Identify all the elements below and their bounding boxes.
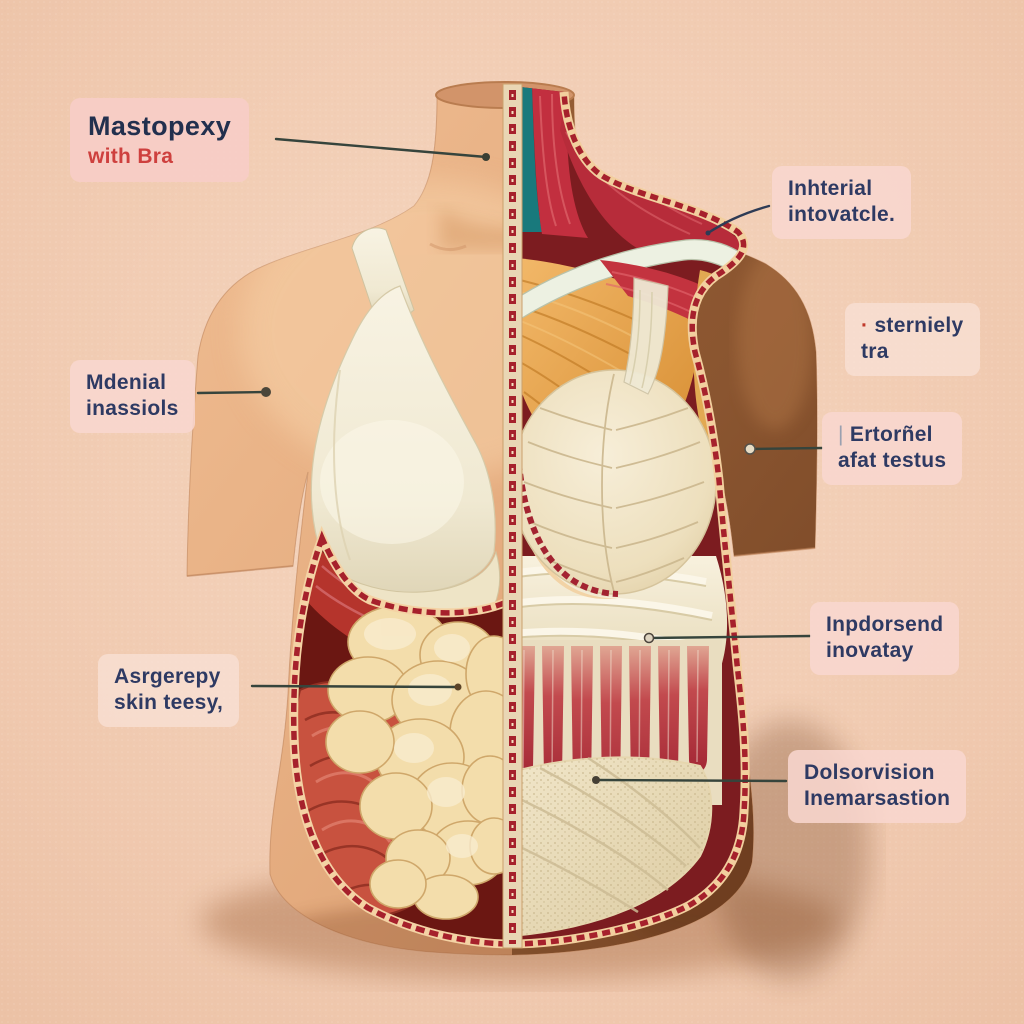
leader-title xyxy=(274,137,488,159)
breast-mound xyxy=(512,369,717,595)
label-external-line2: afat testus xyxy=(838,449,947,473)
label-medial-line1: Mdenial xyxy=(86,371,167,394)
right-half-anatomy xyxy=(502,83,750,949)
neck-muscle xyxy=(532,86,588,238)
label-sternal-line1: sterniely xyxy=(874,314,964,337)
label-title: Mastopexy with Bra xyxy=(70,98,250,182)
graft-seams xyxy=(513,756,701,914)
label-bottom-right-line1: Dolsorvision xyxy=(804,761,935,784)
fat-lobule-highlights xyxy=(364,618,478,858)
label-external-bar: | xyxy=(838,423,844,446)
label-sternal-line2: tra xyxy=(861,340,889,364)
graft-texture xyxy=(512,757,712,936)
label-mid-right: Inpdorsend inovatay xyxy=(810,602,960,675)
leader-medial xyxy=(196,390,268,395)
label-upper-right-line1: Inhterial xyxy=(788,177,873,200)
leader-external xyxy=(748,446,824,451)
label-external-line1: Ertorñel xyxy=(849,423,933,446)
label-lower-left-line1: Asrgerepy xyxy=(114,665,221,688)
label-upper-right: Inhterial intovatcle. xyxy=(772,166,912,239)
cutaway-contents xyxy=(512,86,746,938)
arm-cut-edges xyxy=(186,547,816,577)
label-lower-left: Asrgerepy skin teesy, xyxy=(98,654,240,727)
stitch-border-right xyxy=(511,91,748,947)
label-upper-right-line2: intovatcle. xyxy=(788,203,896,227)
breast-stitch-rim xyxy=(515,451,619,597)
label-mid-right-line2: inovatay xyxy=(826,639,914,663)
label-external-right: | Ertorñel afat testus xyxy=(822,412,963,485)
stitch-border-left xyxy=(290,530,514,947)
label-medial-line2: inassiols xyxy=(86,397,179,421)
label-title-line2: with Bra xyxy=(88,144,174,168)
label-title-line1: Mastopexy xyxy=(88,111,232,141)
leader-lower-left xyxy=(250,684,460,689)
leader-lines xyxy=(196,137,824,784)
leader-bottom-right xyxy=(594,778,788,783)
label-mid-right-line1: Inpdorsend xyxy=(826,613,944,636)
label-medial-left: Mdenial inassiols xyxy=(70,360,195,433)
bra-cup-highlight xyxy=(320,420,464,544)
label-sternal-right: · sterniely tra xyxy=(845,303,980,376)
midline-divider xyxy=(502,83,523,949)
label-lower-left-line2: skin teesy, xyxy=(114,691,224,715)
leader-mid-right xyxy=(647,634,812,640)
breast-quilting xyxy=(523,373,705,593)
label-bottom-right-line2: Inemarsastion xyxy=(804,787,951,811)
label-bottom-right: Dolsorvision Inemarsastion xyxy=(788,750,967,823)
label-sternal-bullet: · xyxy=(861,314,869,337)
leader-upper-right xyxy=(706,204,771,235)
